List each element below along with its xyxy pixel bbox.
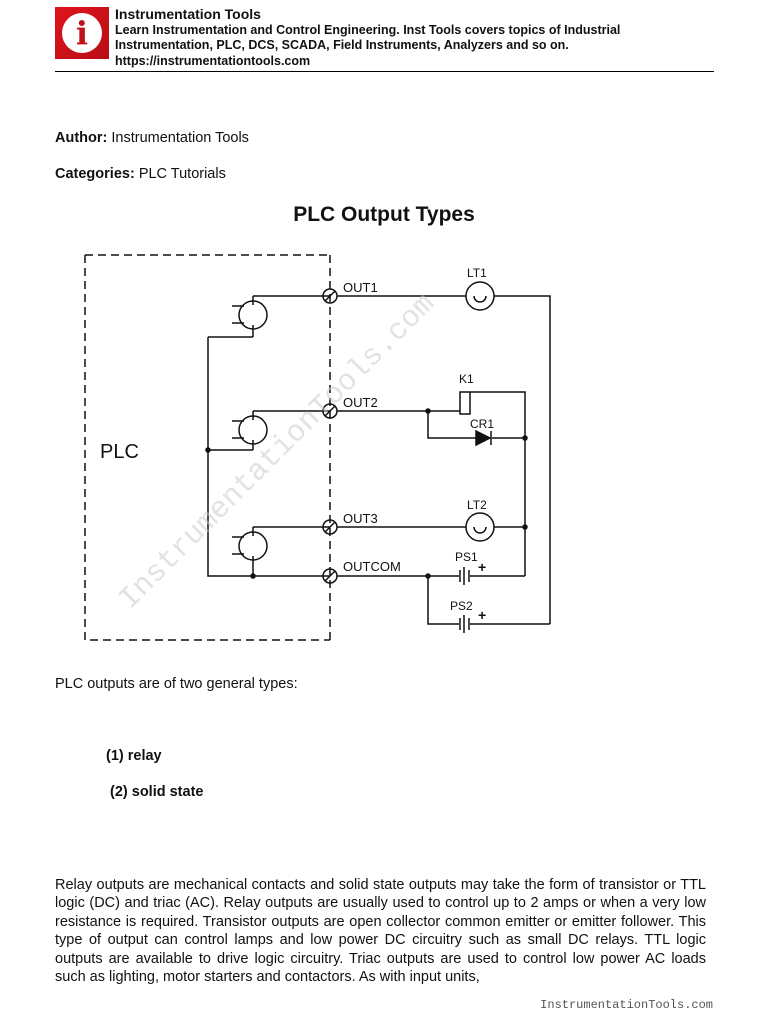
tagline-line-1: Learn Instrumentation and Control Engine… [115, 22, 621, 37]
header-divider [55, 71, 714, 72]
page-title: PLC Output Types [293, 203, 475, 226]
terminal-label: OUT1 [343, 280, 378, 295]
author-value: Instrumentation Tools [111, 130, 249, 146]
lamp-icon [465, 281, 495, 311]
type-item: (1) relay [106, 748, 162, 764]
site-name: Instrumentation Tools [115, 6, 261, 22]
cr1-label: CR1 [470, 417, 494, 431]
plc-boundary [84, 254, 331, 641]
k1-label: K1 [459, 372, 474, 386]
body-paragraph: Relay outputs are mechanical contacts an… [55, 877, 706, 986]
plc-label: PLC [100, 441, 139, 463]
battery-icon [459, 567, 470, 585]
info-icon: i [62, 13, 102, 53]
plus-sign: + [478, 607, 486, 623]
terminal-label: OUT2 [343, 395, 378, 410]
type-item: (2) solid state [110, 784, 204, 800]
footer-watermark: InstrumentationTools.com [540, 998, 713, 1012]
author-line: Author: Instrumentation Tools [55, 130, 249, 146]
author-label: Author: [55, 130, 108, 146]
transistor-icon [232, 295, 330, 337]
site-url[interactable]: https://instrumentationtools.com [115, 53, 311, 68]
ps2-label: PS2 [450, 599, 473, 613]
transistor-icon [232, 410, 330, 450]
diode-icon [475, 429, 492, 447]
common-bus [207, 336, 330, 577]
plus-sign: + [478, 559, 486, 575]
lt1-label: LT1 [467, 266, 487, 280]
intro-text: PLC outputs are of two general types: [55, 676, 298, 692]
terminal-label: OUT3 [343, 511, 378, 526]
site-header: Instrumentation Tools Learn Instrumentat… [115, 6, 621, 69]
categories-line: Categories: PLC Tutorials [55, 166, 226, 182]
battery-icon [459, 615, 470, 633]
terminal-label: OUTCOM [343, 559, 401, 574]
site-logo: i [55, 7, 109, 59]
transistor-icon [232, 526, 330, 576]
categories-label: Categories: [55, 166, 135, 182]
relay-coil-icon [459, 391, 471, 415]
ps1-label: PS1 [455, 550, 478, 564]
lt2-label: LT2 [467, 498, 487, 512]
plc-output-diagram: PLC OUT1 OUT2 OUT3 OUTCOM LT1 K1 CR1 LT2… [84, 254, 551, 641]
lamp-icon [465, 512, 495, 542]
categories-value[interactable]: PLC Tutorials [138, 166, 226, 182]
tagline-line-2: Instrumentation, PLC, DCS, SCADA, Field … [115, 38, 569, 52]
